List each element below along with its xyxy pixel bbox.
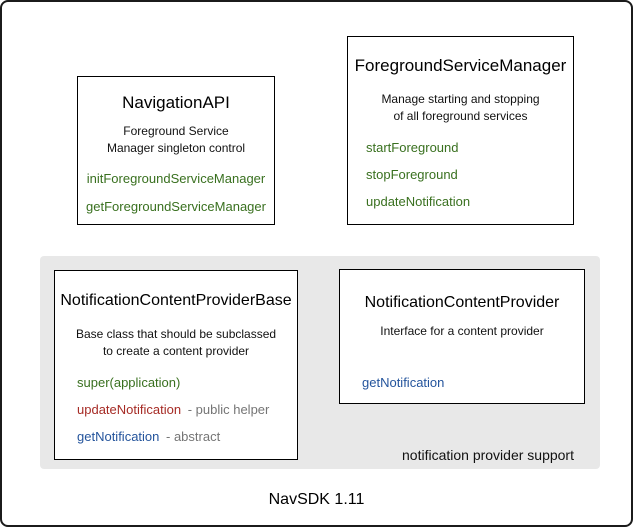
method-annotation: - public helper — [187, 402, 270, 417]
method-getForegroundServiceManager: getForegroundServiceManager — [86, 199, 266, 214]
class-description: Manage starting and stopping of all fore… — [381, 92, 540, 123]
method-getNotification: getNotification - abstract — [77, 429, 220, 444]
class-box-notification-content-provider: NotificationContentProvider Interface fo… — [339, 269, 585, 404]
class-box-foreground-service-manager: ForegroundServiceManager Manage starting… — [347, 36, 574, 225]
panel-caption: notification provider support — [402, 447, 574, 463]
method-name: getNotification — [77, 429, 160, 444]
method-updateNotification: updateNotification — [366, 194, 471, 209]
class-title: NotificationContentProviderBase — [60, 292, 292, 309]
diagram-footer-caption: NavSDK 1.11 — [268, 491, 365, 508]
method-annotation: - abstract — [166, 429, 221, 444]
class-description: Interface for a content provider — [380, 324, 544, 338]
class-title: NavigationAPI — [122, 93, 230, 112]
method-startForeground: startForeground — [366, 140, 459, 155]
notification-provider-panel: NotificationContentProviderBase Base cla… — [40, 256, 600, 469]
class-title: NotificationContentProvider — [364, 294, 560, 311]
method-initForegroundServiceManager: initForegroundServiceManager — [86, 171, 266, 186]
method-name: super(application) — [77, 375, 181, 390]
method-getNotification: getNotification — [362, 375, 445, 390]
method-super-application: super(application) — [77, 375, 180, 390]
class-title: ForegroundServiceManager — [354, 56, 567, 75]
method-updateNotification: updateNotification - public helper — [77, 402, 269, 417]
class-box-navigation-api: NavigationAPI Foreground Service Manager… — [77, 76, 275, 225]
method-stopForeground: stopForeground — [366, 167, 458, 182]
method-name: updateNotification — [77, 402, 182, 417]
class-description: Foreground Service Manager singleton con… — [106, 124, 246, 155]
class-box-notification-content-provider-base: NotificationContentProviderBase Base cla… — [54, 270, 298, 460]
class-description: Base class that should be subclassed to … — [75, 327, 277, 358]
